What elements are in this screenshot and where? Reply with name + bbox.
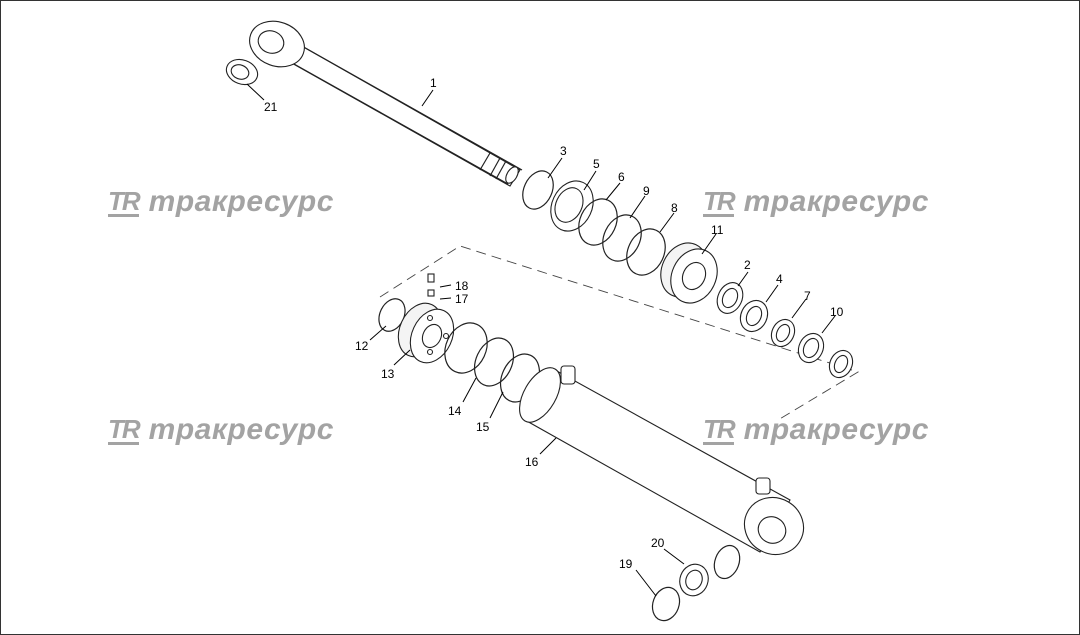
part-cylinder-barrel [519, 365, 805, 556]
callout-4: 4 [776, 272, 783, 286]
part-bushing-20 [679, 563, 709, 597]
callout-20: 20 [651, 536, 665, 550]
part-snap-ring-19 [651, 586, 681, 622]
callout-14: 14 [448, 404, 462, 418]
part-rod-bushing [225, 58, 259, 86]
callout-labels: 1 2 3 4 5 6 7 8 9 10 11 12 13 14 15 16 1… [264, 76, 844, 571]
callout-leaders [246, 83, 836, 597]
part-cylinder-head [660, 242, 718, 304]
part-ring-10 [797, 332, 825, 364]
part-ring-8 [626, 228, 666, 276]
part-snap-ring-3 [522, 170, 554, 210]
part-ring-5 [550, 180, 594, 232]
callout-10: 10 [830, 305, 844, 319]
callout-7: 7 [804, 289, 811, 303]
part-ring-14 [444, 322, 488, 374]
callout-15: 15 [476, 420, 490, 434]
callout-13: 13 [381, 367, 395, 381]
part-ring-7 [770, 318, 796, 348]
callout-1: 1 [430, 76, 437, 90]
part-snap-ring-upper [713, 544, 741, 580]
callout-17: 17 [455, 292, 469, 306]
callout-18: 18 [455, 279, 469, 293]
part-ring-15 [473, 337, 515, 387]
callout-19: 19 [619, 557, 633, 571]
part-seal-4 [739, 299, 769, 333]
part-ring-6 [578, 198, 618, 246]
callout-9: 9 [643, 184, 650, 198]
part-ring-9 [602, 214, 642, 262]
part-seal-2 [716, 282, 744, 314]
part-wiper-ring [828, 349, 854, 379]
callout-11: 11 [711, 223, 724, 237]
part-set-screw-17-18 [427, 273, 435, 297]
callout-12: 12 [355, 339, 369, 353]
part-piston [397, 302, 455, 364]
callout-5: 5 [593, 157, 600, 171]
callout-2: 2 [744, 258, 751, 272]
callout-6: 6 [618, 170, 625, 184]
callout-3: 3 [560, 144, 567, 158]
callout-21: 21 [264, 100, 278, 114]
callout-8: 8 [671, 201, 678, 215]
part-piston-rod [249, 20, 523, 187]
callout-16: 16 [525, 455, 539, 469]
